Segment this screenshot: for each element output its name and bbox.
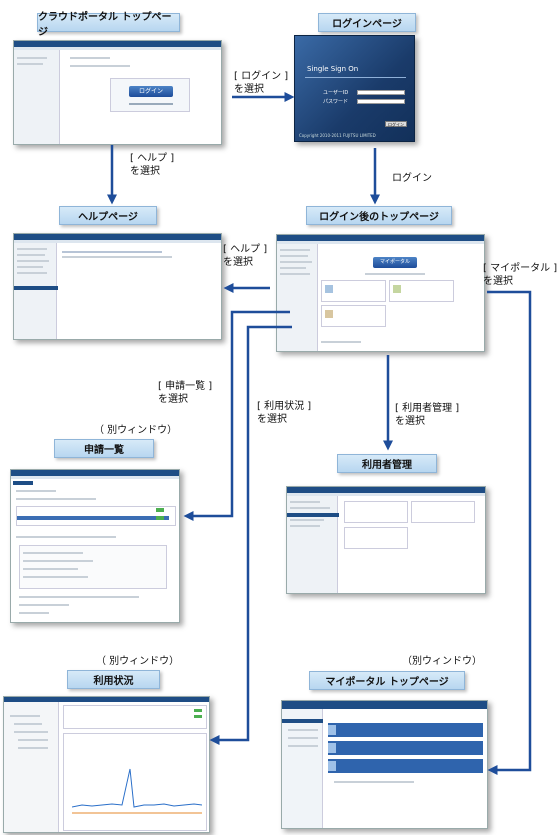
label-select-usage-status: [ 利用状況 ]を選択 bbox=[257, 401, 312, 425]
label-select-my-portal: [ マイポータル ]を選択 bbox=[483, 263, 558, 287]
title-top-after-login: ログイン後のトップページ bbox=[306, 206, 452, 225]
sso-password-input[interactable] bbox=[357, 99, 405, 104]
label-separate-window-3: （別ウィンドウ） bbox=[402, 656, 482, 667]
screenshot-user-management bbox=[286, 486, 486, 594]
sso-password-label: パスワード bbox=[323, 99, 349, 105]
label-select-help-1: [ ヘルプ ]を選択 bbox=[130, 153, 175, 177]
label-separate-window-2: （ 別ウィンドウ） bbox=[96, 656, 180, 667]
usage-line-graph bbox=[72, 768, 202, 814]
arrow-to-my-portal bbox=[487, 290, 532, 775]
label-select-help-2: [ ヘルプ ]を選択 bbox=[223, 244, 268, 268]
label-select-login: [ ログイン ]を選択 bbox=[234, 71, 289, 95]
title-help-page: ヘルプページ bbox=[59, 206, 157, 225]
label-select-user-management: [ 利用者管理 ]を選択 bbox=[395, 403, 460, 427]
arrow-to-usage-status bbox=[209, 325, 292, 745]
sso-user-id-input[interactable] bbox=[357, 90, 405, 95]
title-user-management: 利用者管理 bbox=[337, 454, 437, 473]
title-usage-status: 利用状況 bbox=[67, 670, 160, 689]
screenshot-login-page: Single Sign On ユーザーID パスワード ログイン Copyrig… bbox=[294, 35, 415, 142]
label-select-application-list: [ 申請一覧 ]を選択 bbox=[158, 381, 213, 405]
sso-title: Single Sign On bbox=[307, 65, 359, 73]
screenshot-application-list bbox=[10, 469, 180, 623]
sso-user-id-label: ユーザーID bbox=[323, 90, 349, 96]
label-login: ログイン bbox=[392, 173, 432, 184]
screenshot-cloud-portal-top: ログイン bbox=[13, 40, 222, 145]
screenshot-help-page bbox=[13, 233, 222, 340]
my-portal-button[interactable]: マイポータル bbox=[373, 257, 417, 268]
title-my-portal-top: マイポータル トップページ bbox=[309, 671, 465, 690]
sso-copyright: Copyright 2010-2011 FUJITSU LIMITED bbox=[299, 133, 376, 138]
title-login-page: ログインページ bbox=[318, 13, 416, 32]
screenshot-my-portal-top bbox=[281, 700, 488, 829]
cloud-portal-login-button[interactable]: ログイン bbox=[129, 86, 173, 97]
sso-login-button[interactable]: ログイン bbox=[385, 121, 407, 127]
label-separate-window-1: （ 別ウィンドウ） bbox=[94, 425, 178, 436]
title-application-list: 申請一覧 bbox=[54, 439, 154, 458]
arrow-to-application-list bbox=[183, 310, 290, 521]
screenshot-usage-status bbox=[3, 696, 210, 833]
screenshot-top-after-login: マイポータル bbox=[276, 234, 485, 352]
cloud-portal-login-panel: ログイン bbox=[110, 78, 190, 112]
